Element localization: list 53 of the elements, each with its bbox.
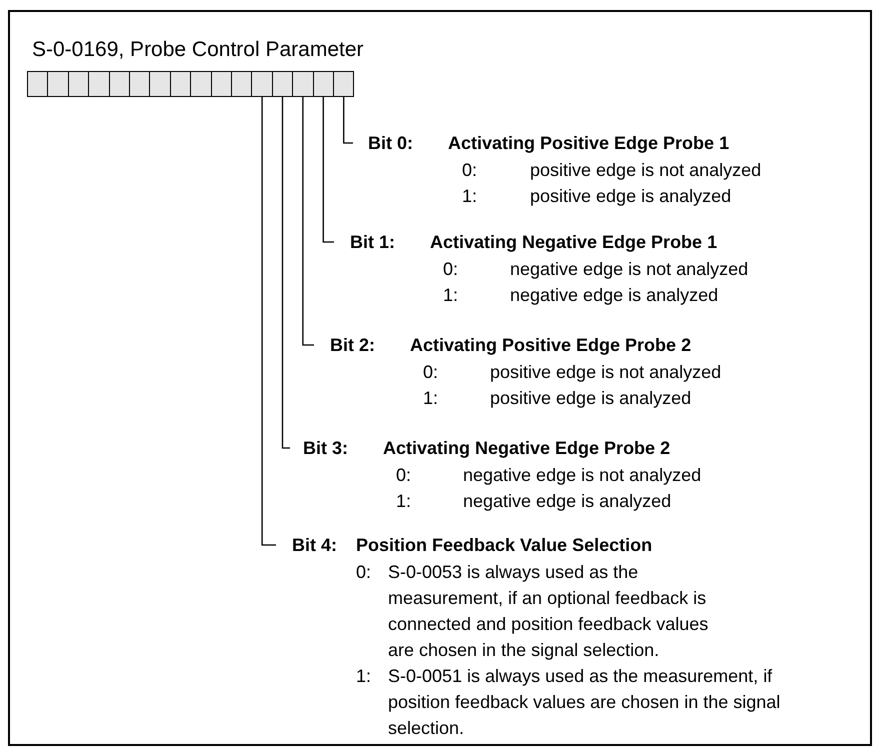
value-description: positive edge is analyzed xyxy=(530,185,732,208)
value-code: 1: xyxy=(462,185,478,208)
bit-label: Bit 4: xyxy=(292,534,337,557)
value-code: 1: xyxy=(443,284,458,307)
bit-cell xyxy=(272,71,294,97)
leader-line xyxy=(302,97,314,346)
value-description: negative edge is analyzed xyxy=(463,490,672,513)
bit-cell xyxy=(170,71,192,97)
value-code: 0: xyxy=(356,561,372,584)
bit-cell xyxy=(68,71,90,97)
bit-cell xyxy=(231,71,252,97)
bit-label: Bit 2: xyxy=(330,334,375,357)
bit-cell xyxy=(190,71,212,97)
value-description: S-0-0053 is always used as the measurement, if an optional feedback is connected and position feedback values are chosen in the signal selection. xyxy=(388,561,710,662)
leader-line xyxy=(282,97,290,449)
value-description: negative edge is not analyzed xyxy=(510,258,750,281)
bit-title: Activating Negative Edge Probe 1 xyxy=(430,231,718,254)
bit-title: Activating Positive Edge Probe 1 xyxy=(448,132,730,155)
value-code: 1: xyxy=(356,665,372,688)
value-description: negative edge is analyzed xyxy=(510,284,720,307)
parameter-title: S-0-0169, Probe Control Parameter xyxy=(32,37,364,63)
bit-title: Activating Positive Edge Probe 2 xyxy=(410,334,692,357)
bit-cell xyxy=(333,71,354,97)
bit-label: Bit 0: xyxy=(368,132,413,155)
bit-cell xyxy=(292,71,314,97)
bit-title: Activating Negative Edge Probe 2 xyxy=(383,437,670,460)
value-description: positive edge is not analyzed xyxy=(530,159,762,182)
value-code: 1: xyxy=(396,490,412,513)
value-code: 0: xyxy=(462,159,478,182)
bit-title: Position Feedback Value Selection xyxy=(356,534,652,557)
value-description: negative edge is not analyzed xyxy=(463,464,702,487)
bit-cell xyxy=(129,71,150,97)
value-code: 0: xyxy=(396,464,412,487)
bit-label: Bit 1: xyxy=(350,231,395,254)
bit-cell xyxy=(312,71,334,97)
bit-label: Bit 3: xyxy=(303,437,348,460)
bit-cell xyxy=(27,71,48,97)
value-code: 1: xyxy=(423,387,438,410)
parameter-frame xyxy=(8,10,872,746)
value-code: 0: xyxy=(423,361,438,384)
bit-cell xyxy=(251,71,273,97)
bit-cell xyxy=(108,71,130,97)
bit-cell xyxy=(210,71,232,97)
bit-cell xyxy=(88,71,110,97)
value-description: positive edge is not analyzed xyxy=(490,361,722,384)
leader-line xyxy=(322,97,334,243)
value-code: 0: xyxy=(443,258,458,281)
bit-cell xyxy=(47,71,69,97)
leader-line xyxy=(261,97,276,546)
bit-cell xyxy=(149,71,171,97)
leader-line xyxy=(343,97,353,144)
value-description: S-0-0051 is always used as the measurement, if position feedback values are chosen in the signal selection. xyxy=(388,665,782,740)
value-description: positive edge is analyzed xyxy=(490,387,692,410)
